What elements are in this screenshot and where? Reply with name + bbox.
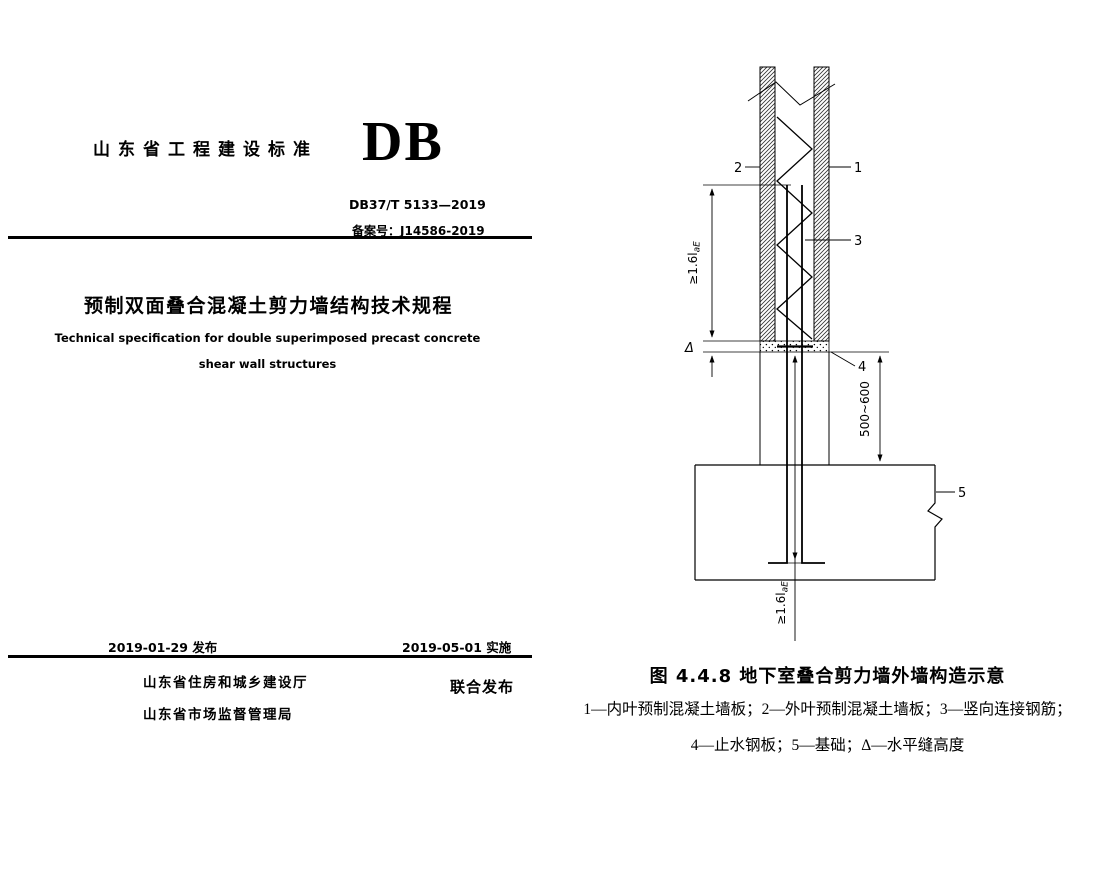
dimension-lines <box>709 188 883 641</box>
standard-number: DB37/T 5133—2019 <box>349 197 486 212</box>
construction-detail-drawing: ≥1.6laE Δ 500~600 ≥1.6laE 2 1 3 4 5 <box>684 66 966 641</box>
db-logo: DB <box>362 111 444 173</box>
dim-cast-height-label: 500~600 <box>858 381 872 437</box>
callout-1: 1 <box>854 161 862 176</box>
dimension-extension-lines <box>703 184 889 564</box>
standard-category-label: 山东省工程建设标准 <box>93 140 318 160</box>
callout-3: 3 <box>854 234 862 249</box>
record-number: 备案号：J14586-2019 <box>352 224 485 238</box>
implement-date: 2019-05-01 实施 <box>402 640 512 655</box>
issue-date: 2019-01-29 发布 <box>108 640 218 655</box>
exterior-leaf-panel <box>759 66 776 342</box>
callout-5: 5 <box>958 486 966 501</box>
cast-in-place-wall-lines <box>759 352 830 465</box>
issuer-market-admin: 山东省市场监督管理局 <box>143 707 293 723</box>
standard-title-cn: 预制双面叠合混凝土剪力墙结构技术规程 <box>84 295 454 317</box>
foundation-outline <box>694 464 943 581</box>
break-line-right <box>927 465 943 580</box>
dim-anchor-bottom-label: ≥1.6laE <box>774 581 791 625</box>
dim-anchor-top-label: ≥1.6laE <box>686 241 703 285</box>
interior-leaf-panel <box>813 66 830 342</box>
callout-4: 4 <box>858 360 866 375</box>
figure-legend-line1: 1—内叶预制混凝土墙板；2—外叶预制混凝土墙板；3—竖向连接钢筋； <box>583 701 1072 718</box>
standard-title-en-line2: shear wall structures <box>198 357 337 371</box>
joint-issue-label: 联合发布 <box>450 678 515 696</box>
issuer-housing-dept: 山东省住房和城乡建设厅 <box>143 675 308 691</box>
lattice-truss <box>776 116 813 340</box>
standard-title-en-line1: Technical specification for double super… <box>54 331 481 345</box>
dim-gap-label: Δ <box>684 341 694 356</box>
figure-caption: 图 4.4.8 地下室叠合剪力墙外墙构造示意 <box>649 666 1006 687</box>
divider-line-bottom <box>8 655 532 658</box>
precast-double-wall <box>747 66 836 342</box>
figure-legend-line2: 4—止水钢板；5—基础；Δ—水平缝高度 <box>690 737 965 754</box>
break-line-top <box>747 81 836 106</box>
callout-leaders <box>745 166 955 493</box>
divider-line-top <box>8 236 532 239</box>
callout-2: 2 <box>734 161 742 176</box>
